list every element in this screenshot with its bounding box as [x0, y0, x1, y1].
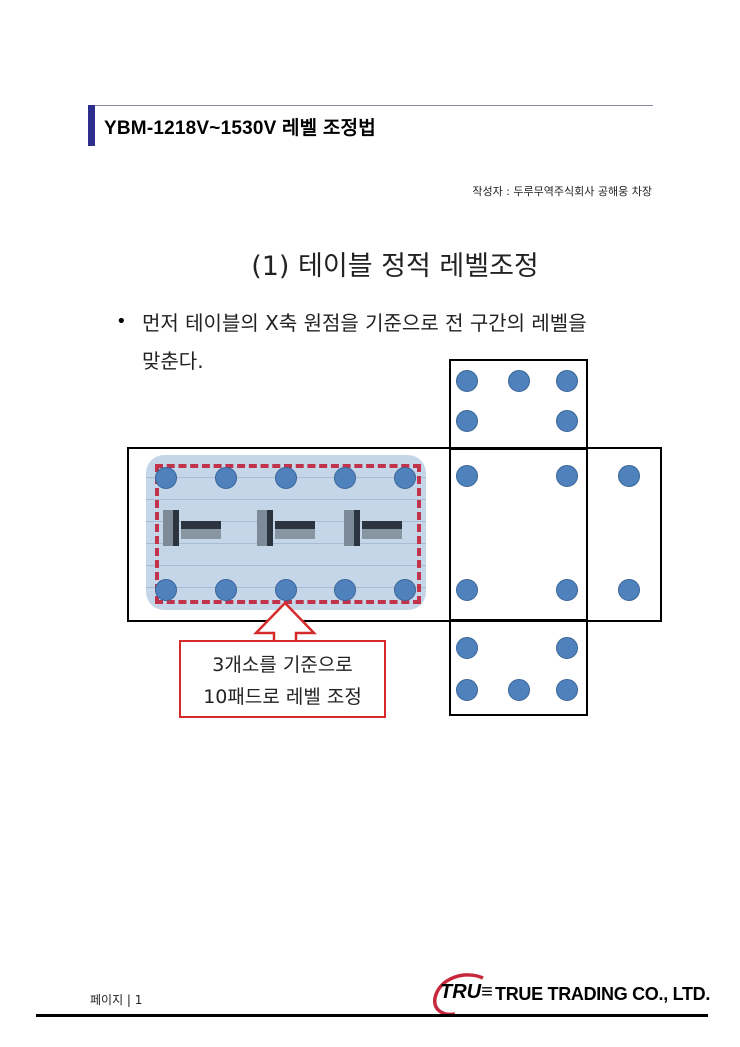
pad-dot	[456, 410, 478, 432]
pad-dot	[556, 637, 578, 659]
divider	[449, 619, 588, 622]
title-rule	[95, 105, 653, 106]
zone-grid-line	[146, 521, 426, 522]
zone-grid-line	[146, 587, 426, 588]
pad-dot	[275, 579, 297, 601]
y-axis-table-outline	[449, 359, 588, 716]
pad-dot	[456, 679, 478, 701]
bullet-paragraph: 먼저 테이블의 X축 원점을 기준으로 전 구간의 레벨을 맞춘다.	[142, 304, 682, 380]
zone-grid-line	[146, 477, 426, 478]
pad-dot	[456, 579, 478, 601]
pad-dot	[556, 410, 578, 432]
pad-dot	[275, 467, 297, 489]
pad-dot	[456, 637, 478, 659]
reference-highlight-dashed	[155, 464, 421, 604]
company-name: TRUE TRADING CO., LTD.	[495, 984, 711, 1004]
pad-dot	[456, 465, 478, 487]
pad-dot	[215, 579, 237, 601]
section-title: (1) 테이블 정적 레벨조정	[251, 251, 539, 282]
author-line: 작성자 : 두루무역주식회사 공해웅 차장	[472, 185, 652, 198]
pad-dot	[556, 465, 578, 487]
pad-dot	[556, 679, 578, 701]
paragraph-line-2: 맞춘다.	[142, 349, 204, 373]
callout-box: 3개소를 기준으로 10패드로 레벨 조정	[179, 640, 386, 718]
pad-dot	[618, 465, 640, 487]
pad-dot	[394, 467, 416, 489]
callout-line-1: 3개소를 기준으로	[212, 654, 353, 676]
zone-grid-line	[146, 543, 426, 544]
pad-dot	[618, 579, 640, 601]
bullet-marker: •	[116, 311, 127, 332]
up-arrow-icon	[253, 601, 317, 644]
pad-dot	[334, 467, 356, 489]
callout-line-2: 10패드로 레벨 조정	[203, 686, 362, 708]
pad-dot	[556, 579, 578, 601]
zone-grid-line	[146, 499, 426, 500]
company-logo-mark: TRU≡	[440, 981, 493, 1003]
reference-zone	[146, 455, 426, 610]
pad-dot	[334, 579, 356, 601]
title-accent-bar	[88, 105, 95, 146]
pad-dot	[155, 579, 177, 601]
zone-grid-line	[146, 565, 426, 566]
x-axis-table-outline	[127, 447, 662, 622]
logo-swoosh-icon	[433, 973, 484, 1017]
paragraph-line-1: 먼저 테이블의 X축 원점을 기준으로 전 구간의 레벨을	[142, 311, 587, 335]
pad-dot	[155, 467, 177, 489]
footer-rule	[36, 1014, 708, 1017]
page-number: 페이지 | 1	[90, 993, 143, 1007]
pad-dot	[215, 467, 237, 489]
pad-dot	[508, 679, 530, 701]
pad-dot	[394, 579, 416, 601]
document-title: YBM-1218V~1530V 레벨 조정법	[104, 118, 376, 139]
divider	[449, 447, 588, 450]
